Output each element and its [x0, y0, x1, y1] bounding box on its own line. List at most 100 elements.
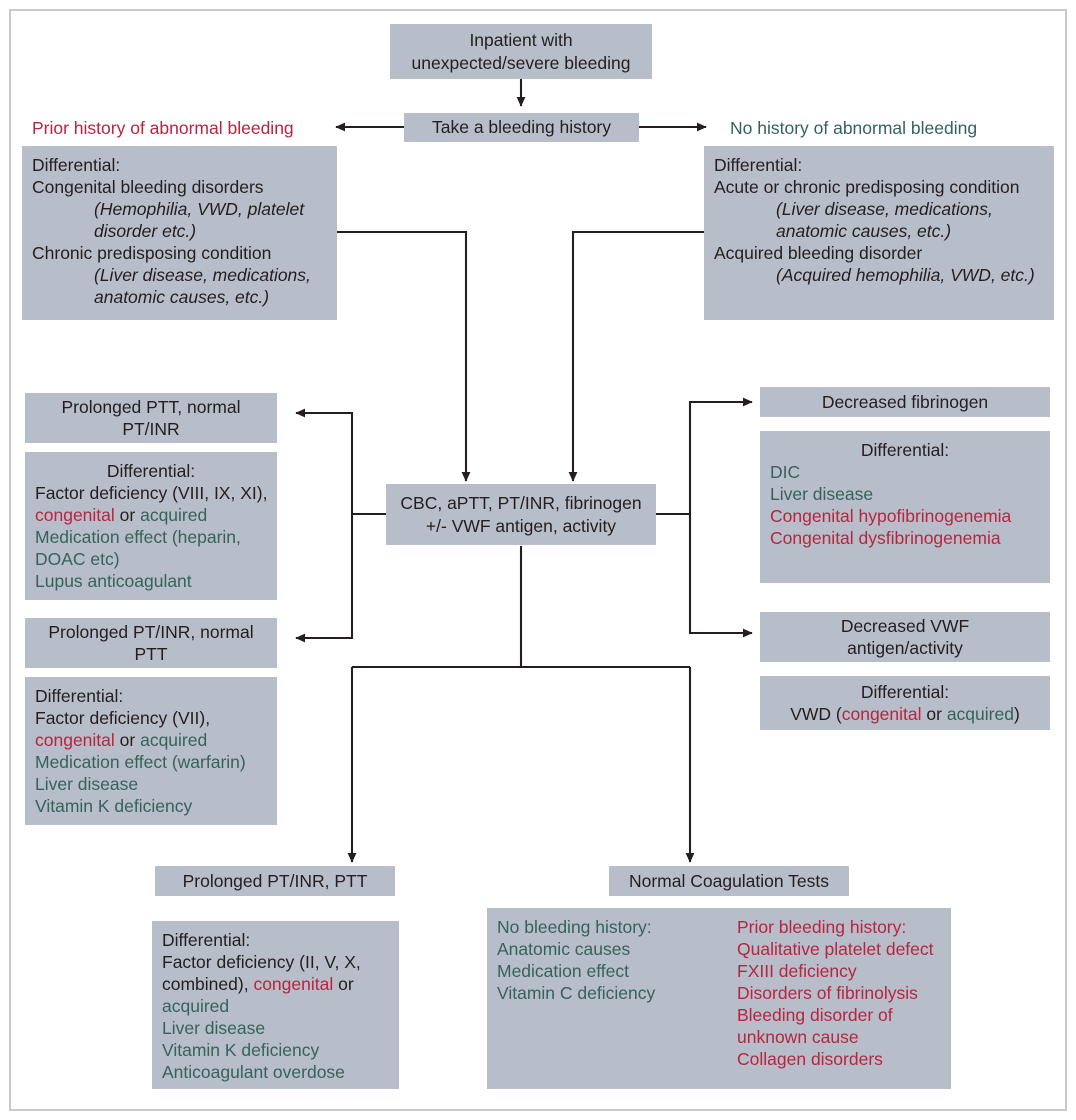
nc-left-heading: No bleeding history: — [497, 917, 652, 937]
start-node-line1: Inpatient with — [469, 30, 573, 51]
prolonged-pt-differential-box[interactable]: Differential: Factor deficiency (VII), c… — [25, 677, 277, 825]
decreased-fibrinogen-node[interactable]: Decreased fibrinogen — [760, 387, 1050, 417]
left-diff-item2-detail-b: anatomic causes, etc.) — [94, 287, 270, 308]
start-node-line2: unexpected/severe bleeding — [411, 52, 631, 73]
vwf-diff-l1-or: or — [921, 704, 947, 724]
left-diff-item2: Chronic predisposing condition — [32, 243, 272, 264]
vwf-diff-heading: Differential: — [860, 681, 950, 702]
right-branch-label: No history of abnormal bleeding — [730, 117, 977, 139]
workup-line1: CBC, aPTT, PT/INR, fibrinogen — [400, 493, 642, 514]
both-diff-heading: Differential: — [162, 930, 251, 950]
both-diff-l3: acquired — [162, 996, 230, 1017]
both-diff-l2-congenital: congenital — [253, 974, 334, 995]
pt-diff-l4: Liver disease — [35, 774, 139, 795]
pt-diff-l3: Medication effect (warfarin) — [35, 752, 246, 773]
pt-diff-heading: Differential: — [35, 686, 124, 706]
pt-diff-l5: Vitamin K deficiency — [35, 796, 193, 817]
left-diff-heading: Differential: — [32, 155, 121, 175]
ptt-diff-l5: Lupus anticoagulant — [35, 571, 192, 592]
left-diff-item1-detail-a: (Hemophilia, VWD, platelet — [94, 199, 305, 220]
prolonged-ptt-line2: PT/INR — [122, 419, 180, 439]
vwf-diff-l1-e: ) — [1013, 704, 1020, 724]
fib-diff-l1: DIC — [770, 462, 801, 483]
right-diff-item1: Acute or chronic predisposing condition — [714, 177, 1020, 198]
prolonged-both-node[interactable]: Prolonged PT/INR, PTT — [155, 866, 395, 896]
both-diff-l6: Anticoagulant overdose — [162, 1062, 345, 1083]
prolonged-both-differential-box[interactable]: Differential: Factor deficiency (II, V, … — [152, 921, 399, 1089]
decreased-fibrinogen-label: Decreased fibrinogen — [821, 391, 989, 412]
pt-diff-l2-or: or — [114, 730, 141, 751]
nc-right-l5: Collagen disorders — [737, 1049, 883, 1070]
both-diff-l1: Factor deficiency (II, V, X, — [162, 952, 361, 973]
normal-coag-node[interactable]: Normal Coagulation Tests — [609, 866, 849, 896]
normal-coag-col-prior-history: Prior bleeding history: Qualitative plat… — [737, 916, 934, 1070]
right-diff-item1-detail-a: (Liver disease, medications, — [776, 199, 993, 220]
pt-diff-l2-acquired: acquired — [140, 730, 208, 751]
workup-line2: +/- VWF antigen, activity — [425, 515, 617, 536]
nc-left-l2: Medication effect — [497, 961, 629, 982]
prolonged-ptt-line1: Prolonged PTT, normal — [61, 396, 241, 417]
ptt-diff-l1: Factor deficiency (VIII, IX, XI), — [35, 483, 268, 504]
right-branch-label-text: No history of abnormal bleeding — [730, 118, 978, 138]
right-diff-heading: Differential: — [714, 155, 803, 175]
right-diff-item2: Acquired bleeding disorder — [714, 243, 923, 264]
left-branch-label-text: Prior history of abnormal bleeding — [32, 118, 294, 138]
nc-right-l2: FXIII deficiency — [737, 961, 857, 982]
decreased-vwf-line1: Decreased VWF — [840, 615, 970, 636]
nc-left-l3: Vitamin C deficiency — [497, 983, 656, 1004]
decreased-vwf-differential-box[interactable]: Differential: VWD (congenital or acquire… — [760, 676, 1050, 730]
vwf-diff-l1-congenital: congenital — [841, 704, 922, 724]
decreased-fibrinogen-differential-box[interactable]: Differential: DIC Liver disease Congenit… — [760, 431, 1050, 583]
take-history-label: Take a bleeding history — [432, 117, 611, 138]
prolonged-pt-line1: Prolonged PT/INR, normal — [48, 621, 254, 642]
take-history-node[interactable]: Take a bleeding history — [404, 113, 639, 142]
workup-node[interactable]: CBC, aPTT, PT/INR, fibrinogen +/- VWF an… — [386, 484, 656, 545]
right-differential-box[interactable]: Differential: Acute or chronic predispos… — [704, 146, 1054, 320]
right-diff-item2-detail-a: (Acquired hemophilia, VWD, etc.) — [776, 265, 1035, 286]
decreased-vwf-node[interactable]: Decreased VWF antigen/activity — [760, 612, 1050, 662]
normal-coag-col-no-history: No bleeding history: Anatomic causes Med… — [497, 916, 707, 1070]
both-diff-l4: Liver disease — [162, 1018, 266, 1039]
fib-diff-l4: Congenital dysfibrinogenemia — [770, 528, 1001, 549]
right-diff-item1-detail-b: anatomic causes, etc.) — [776, 221, 952, 242]
left-diff-item1: Congenital bleeding disorders — [32, 177, 264, 198]
left-branch-label: Prior history of abnormal bleeding — [32, 117, 294, 139]
ptt-diff-l2-congenital: congenital — [35, 505, 115, 526]
ptt-diff-l2-acquired: acquired — [140, 505, 208, 526]
both-diff-l2-or: or — [333, 974, 354, 995]
ptt-diff-heading: Differential: — [106, 461, 196, 481]
fib-diff-heading: Differential: — [860, 440, 950, 460]
vwf-diff-l1-acquired: acquired — [946, 704, 1014, 724]
prolonged-ptt-node[interactable]: Prolonged PTT, normal PT/INR — [25, 393, 277, 443]
normal-coag-differential-box[interactable]: No bleeding history: Anatomic causes Med… — [487, 908, 951, 1089]
decreased-vwf-line2: antigen/activity — [847, 638, 963, 658]
nc-right-l3: Disorders of fibrinolysis — [737, 983, 918, 1004]
prolonged-pt-node[interactable]: Prolonged PT/INR, normal PTT — [25, 618, 277, 668]
nc-right-heading: Prior bleeding history: — [737, 917, 907, 937]
start-node[interactable]: Inpatient with unexpected/severe bleedin… — [390, 24, 652, 79]
left-diff-item2-detail-a: (Liver disease, medications, — [94, 265, 311, 286]
vwf-diff-l1-a: VWD ( — [790, 704, 842, 724]
nc-right-l1: Qualitative platelet defect — [737, 939, 934, 960]
nc-left-l1: Anatomic causes — [497, 939, 631, 960]
pt-diff-l2: congenital or acquired — [35, 729, 267, 751]
ptt-diff-l4: DOAC etc) — [35, 549, 120, 570]
pt-diff-l2-congenital: congenital — [35, 730, 115, 751]
vwf-diff-l1: VWD (congenital or acquired) — [770, 703, 1040, 725]
normal-coag-label: Normal Coagulation Tests — [628, 870, 830, 891]
fib-diff-l3: Congenital hypofibrinogenemia — [770, 506, 1012, 527]
pt-diff-l1: Factor deficiency (VII), — [35, 708, 211, 729]
fib-diff-l2: Liver disease — [770, 484, 874, 505]
nc-right-l4b: unknown cause — [737, 1027, 859, 1048]
prolonged-pt-line2: PTT — [134, 644, 168, 664]
both-diff-l5: Vitamin K deficiency — [162, 1040, 320, 1061]
both-diff-l2: combined), congenital or — [162, 973, 389, 995]
both-diff-l2-a: combined), — [162, 974, 254, 995]
ptt-diff-l2-or: or — [114, 505, 141, 526]
prolonged-both-label: Prolonged PT/INR, PTT — [182, 870, 368, 891]
ptt-diff-l3: Medication effect (heparin, — [35, 527, 241, 548]
left-differential-box[interactable]: Differential: Congenital bleeding disord… — [22, 146, 337, 320]
left-diff-item1-detail-b: disorder etc.) — [94, 221, 197, 242]
prolonged-ptt-differential-box[interactable]: Differential: Factor deficiency (VIII, I… — [25, 452, 277, 600]
